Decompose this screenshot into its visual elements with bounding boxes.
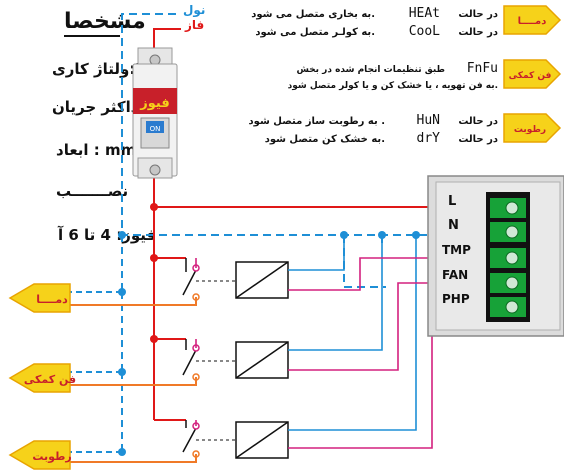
spec-mount: نصـــــــب xyxy=(56,182,128,200)
tag-heat-cool-label: دمــــا xyxy=(518,16,547,27)
output-tag-heat: دمــــا xyxy=(8,283,71,313)
note-hum-pre: در حالت xyxy=(458,116,498,127)
terminal-panel: L N TMP FAN PHP xyxy=(427,175,564,337)
output-heat-label: دمــــا xyxy=(36,293,68,306)
fuse-label: فیوز xyxy=(139,96,169,111)
note-dry-pre: در حالت xyxy=(458,134,498,145)
note-cool-pre: در حالت xyxy=(458,27,498,38)
tag-fan-label: فن کمکی xyxy=(509,71,552,81)
terminal-N: N xyxy=(448,218,459,233)
relay-1 xyxy=(182,258,289,301)
relays xyxy=(182,258,289,459)
output-tag-fan: فن کمکی xyxy=(8,363,76,393)
terminal-FAN: FAN xyxy=(442,268,468,282)
note-fan-line2: به فن تهویه ، یا خشک کن و یا کولر متصل ش… xyxy=(288,81,498,91)
breaker-on-text: ON xyxy=(150,125,161,133)
terminal-TMP: TMP xyxy=(442,243,471,257)
terminal-L: L xyxy=(448,194,456,209)
note-fan-code: FnFu xyxy=(467,61,498,76)
note-heat-post: به بخاری متصل می شود. xyxy=(251,9,375,20)
note-dry-post: به خشک کن متصل شود. xyxy=(265,134,385,145)
output-humidity-label: رطوبت xyxy=(32,450,71,463)
tag-humidity-label: رطوبت xyxy=(514,125,546,135)
note-fan-line1: طبق تنظیمات انجام شده در بخش xyxy=(296,65,445,75)
output-fan-label: فن کمکی xyxy=(24,373,76,386)
note-hum-code: HuN xyxy=(417,113,440,128)
fuse-label-bg xyxy=(133,88,177,114)
note-dry-code: drY xyxy=(417,131,441,146)
note-heat-pre: در حالت xyxy=(458,9,498,20)
notes: در حالت HEAt به بخاری متصل می شود. در حا… xyxy=(249,6,498,146)
neutral-label: نول xyxy=(183,3,205,18)
spec-dims: ابعاد : mm xyxy=(56,141,136,159)
tag-humidity: رطوبت xyxy=(503,113,562,143)
relay-3 xyxy=(182,420,289,459)
note-cool-post: به کولـر متصل می شود. xyxy=(255,27,375,38)
relay-2 xyxy=(182,339,289,381)
output-wiring xyxy=(70,297,197,463)
terminal-PHP: PHP xyxy=(442,292,470,306)
circuit-breaker: فیوز ON xyxy=(132,47,178,179)
spec-current: حداکثر جریان xyxy=(52,98,150,116)
phase-junctions xyxy=(150,203,158,343)
terminal-screws xyxy=(490,198,526,317)
breaker-lever xyxy=(146,121,164,133)
phase-label: فاز xyxy=(184,18,204,32)
tag-heat-cool: دمــــا xyxy=(503,5,562,35)
note-heat-code: HEAt xyxy=(409,6,440,21)
spec-title: مشخصا xyxy=(64,9,146,34)
output-tag-humidity: رطوبت xyxy=(8,440,72,470)
note-hum-post: به رطوبت ساز متصل شود . xyxy=(249,116,385,127)
spec-voltage: ولتاژ کاری:Hz xyxy=(52,60,157,78)
note-cool-code: CooL xyxy=(409,24,440,39)
tag-fan: فن کمکی xyxy=(503,59,562,89)
spec-fuse: فیوز: 4 تا 6 آ xyxy=(57,226,156,244)
